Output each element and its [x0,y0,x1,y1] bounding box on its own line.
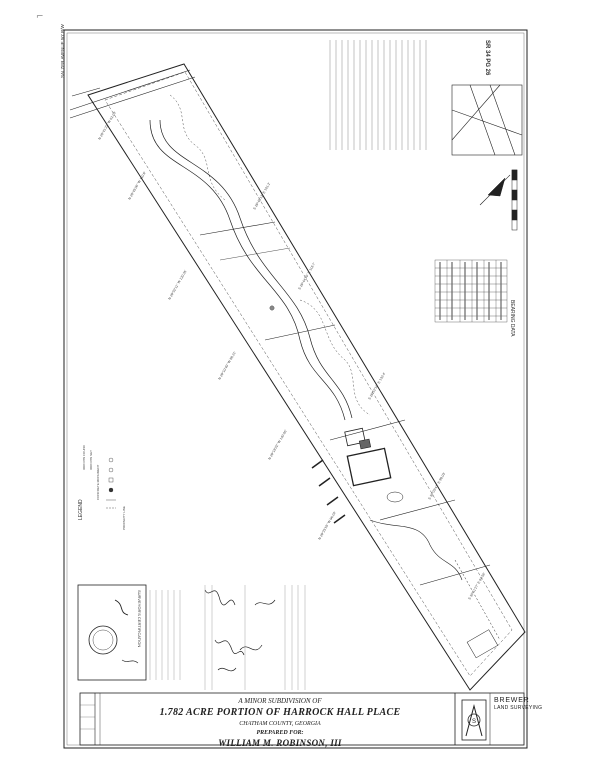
sheet-reference: SR 34 PG 26 [484,40,490,76]
firm-name: BREWER [494,697,530,704]
approval-signatures [204,589,276,672]
legend [106,457,116,509]
svg-text:S 29°40'12" E 101.2': S 29°40'12" E 101.2' [252,181,271,210]
plat-county: CHATHAM COUNTY, GEORGIA [239,721,321,727]
lower-detail [454,559,501,659]
salzer-avenue [69,69,196,119]
svg-text:N 29°18'02" W 140.06': N 29°18'02" W 140.06' [267,429,288,461]
bearing-table-title: BEARING DATA [509,300,515,337]
bearing-table [434,259,508,323]
cert-title: SURVEYOR'S CERTIFICATION [137,590,142,648]
prepared-for-name: WILLIAM M. ROBINSON, III [218,738,342,748]
survey-notes-block [329,40,427,150]
vicinity-map [451,84,523,156]
scale-bar [511,169,518,231]
firm-logo: S [461,699,487,741]
legend-title: LEGEND [78,499,84,520]
svg-text:N 28°45'06" W 110.9': N 28°45'06" W 110.9' [127,171,147,201]
north-arrow [479,174,511,206]
svg-text:IRON PIN FOUND: IRON PIN FOUND [82,444,86,470]
svg-text:N 29°25'55" W 96.04': N 29°25'55" W 96.04' [317,510,337,540]
firm-subtitle: LAND SURVEYING [494,705,543,711]
svg-text:PROPERTY LINE: PROPERTY LINE [122,506,126,530]
plat-title: 1.782 ACRE PORTION OF HARROCK HALL PLACE [159,707,401,718]
svg-text:S 29°44'30" E 118.7': S 29°44'30" E 118.7' [297,262,316,291]
svg-text:IRON PIN SET: IRON PIN SET [89,450,93,470]
svg-text:S: S [472,719,476,725]
svg-text:S 30°11'27" E 84.58': S 30°11'27" E 84.58' [467,572,486,601]
plat-subtitle: A MINOR SUBDIVISION OF [238,697,322,705]
margin-mark: ⌐ [36,12,44,22]
bearing-callouts: N 28°41'22" W 62.03' N 28°45'06" W 110.9… [97,110,486,600]
road-label: SALZER AVENUE 50' R/W [60,24,65,78]
approval-lines [204,585,306,690]
cert-lines [149,590,181,680]
bearing-table-hatch [439,262,502,320]
svg-text:N 29°02'11" W 120.35': N 29°02'11" W 120.35' [167,269,188,301]
prepared-for-label: PREPARED FOR: [256,730,304,736]
svg-text:CONCRETE MONUMENT: CONCRETE MONUMENT [96,465,100,500]
legend-text: IRON PIN FOUND IRON PIN SET CONCRETE MON… [82,444,126,530]
svg-text:N 29°10'40" W 88.21': N 29°10'40" W 88.21' [217,350,237,380]
title-block-frame [79,692,525,746]
parcel-strip [87,63,526,691]
cert-box [77,584,147,681]
